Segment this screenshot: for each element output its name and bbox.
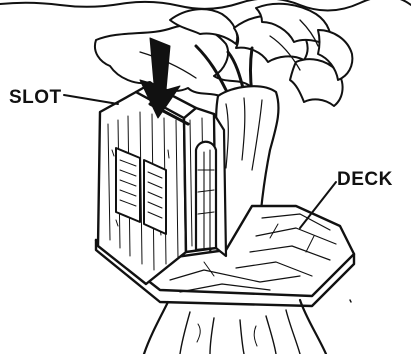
house-front-wall	[96, 90, 188, 286]
window-shutters	[115, 147, 167, 235]
scan-edge	[0, 0, 411, 12]
stray-mark	[349, 299, 352, 303]
house-right-wall	[194, 112, 228, 258]
slot-label: SLOT	[9, 87, 62, 108]
tree-trunk	[142, 298, 328, 354]
deck-leader-line	[299, 181, 337, 229]
down-arrow-icon	[139, 37, 181, 119]
deck-label: DECK	[337, 169, 393, 190]
slot-leader-line	[63, 94, 119, 105]
tree-leaves	[94, 2, 354, 107]
